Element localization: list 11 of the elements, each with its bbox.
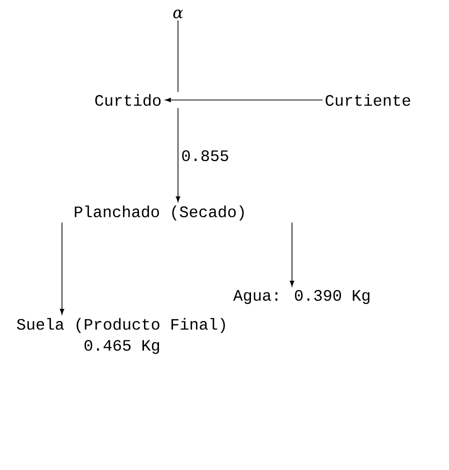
input-label: Curtiente <box>326 94 410 106</box>
output-label: Agua: 0.390 Kg <box>233 290 370 304</box>
arrow <box>176 108 180 202</box>
arrow <box>165 98 323 102</box>
arrow <box>290 222 294 286</box>
greek-letter: α <box>173 10 184 18</box>
process-label: Planchado (Secado) <box>74 206 244 220</box>
product-label: Suela (Producto Final) 0.465 Kg <box>17 318 225 354</box>
arrow <box>60 222 64 315</box>
process-label: Curtido <box>95 94 161 106</box>
edge-label: 0.855 <box>182 150 228 162</box>
